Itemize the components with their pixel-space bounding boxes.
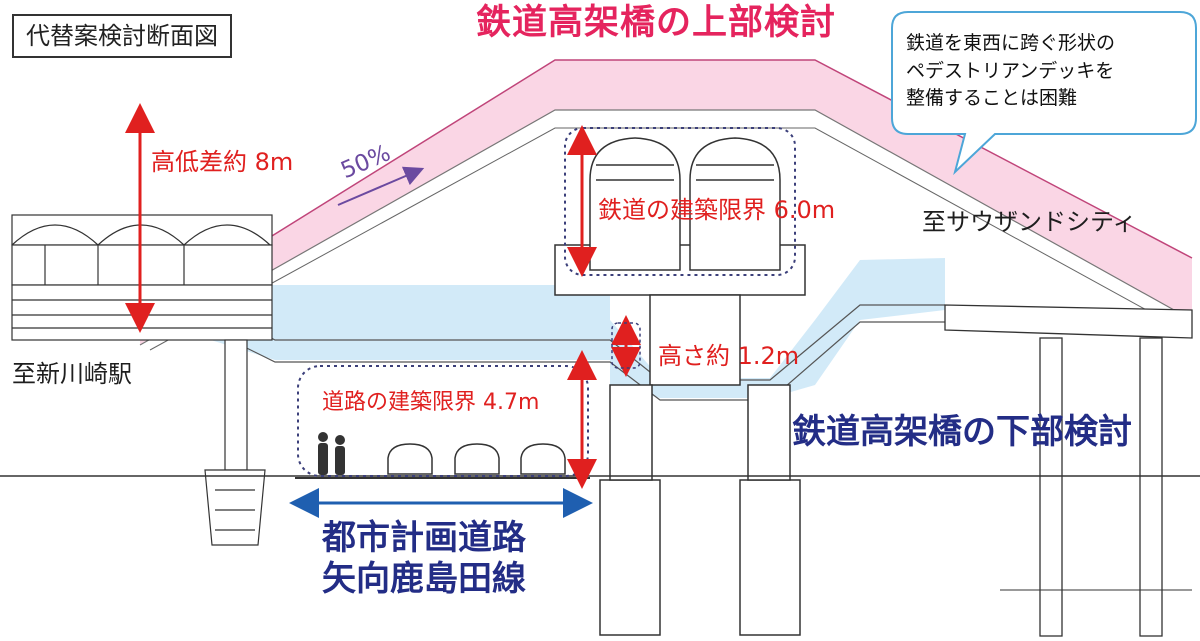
to-thousand-city-label: 至サウザンドシティ [922, 208, 1137, 236]
rail-clearance-envelope [564, 127, 796, 276]
upper-study-label: 鉄道高架橋の上部検討 [476, 3, 837, 43]
slope-arrow [337, 166, 425, 206]
road-name: 都市計画道路 矢向鹿島田線 [322, 518, 526, 600]
railway-viaduct [554, 244, 806, 636]
to-shinkawasaki-label: 至新川崎駅 [12, 360, 132, 388]
speech-bubble-line: 整備することは困難 [906, 87, 1078, 110]
height-difference-label: 高低差約 8m [151, 148, 294, 176]
train-left-icon [589, 137, 681, 271]
road-clearance-label: 道路の建築限界 4.7m [322, 390, 540, 415]
car-icon [387, 443, 566, 475]
lower-deck-outline-bottom [199, 321, 945, 401]
gap-height-label: 高さ約 1.2m [658, 342, 800, 370]
road-name-line: 矢向鹿島田線 [322, 558, 526, 599]
speech-bubble-line: 鉄道を東西に跨ぐ形状の [906, 32, 1116, 54]
diagram-title: 代替案検討断面図 [12, 14, 232, 58]
upper-deck-inner-line [149, 127, 1193, 351]
train-right-icon [689, 137, 781, 271]
speech-bubble-text: 鉄道を東西に跨ぐ形状の ペデストリアンデッキを 整備することは困難 [906, 30, 1176, 113]
pedestrian-icon [318, 432, 345, 475]
upper-deck-outline-bottom [139, 109, 1193, 346]
thousand-city-deck [944, 304, 1193, 637]
rail-clearance-label: 鉄道の建築限界 6.0m [598, 196, 836, 224]
road-clearance-envelope [297, 365, 589, 477]
road-name-line: 都市計画道路 [322, 518, 526, 558]
gap-height-envelope [611, 322, 641, 369]
upper-deck-outline-top [139, 59, 1193, 319]
lower-study-label: 鉄道高架橋の下部検討 [792, 412, 1132, 452]
lower-deck-band [140, 258, 945, 398]
speech-bubble-line: ペデストリアンデッキを [906, 59, 1115, 82]
speech-bubble [891, 11, 1197, 176]
